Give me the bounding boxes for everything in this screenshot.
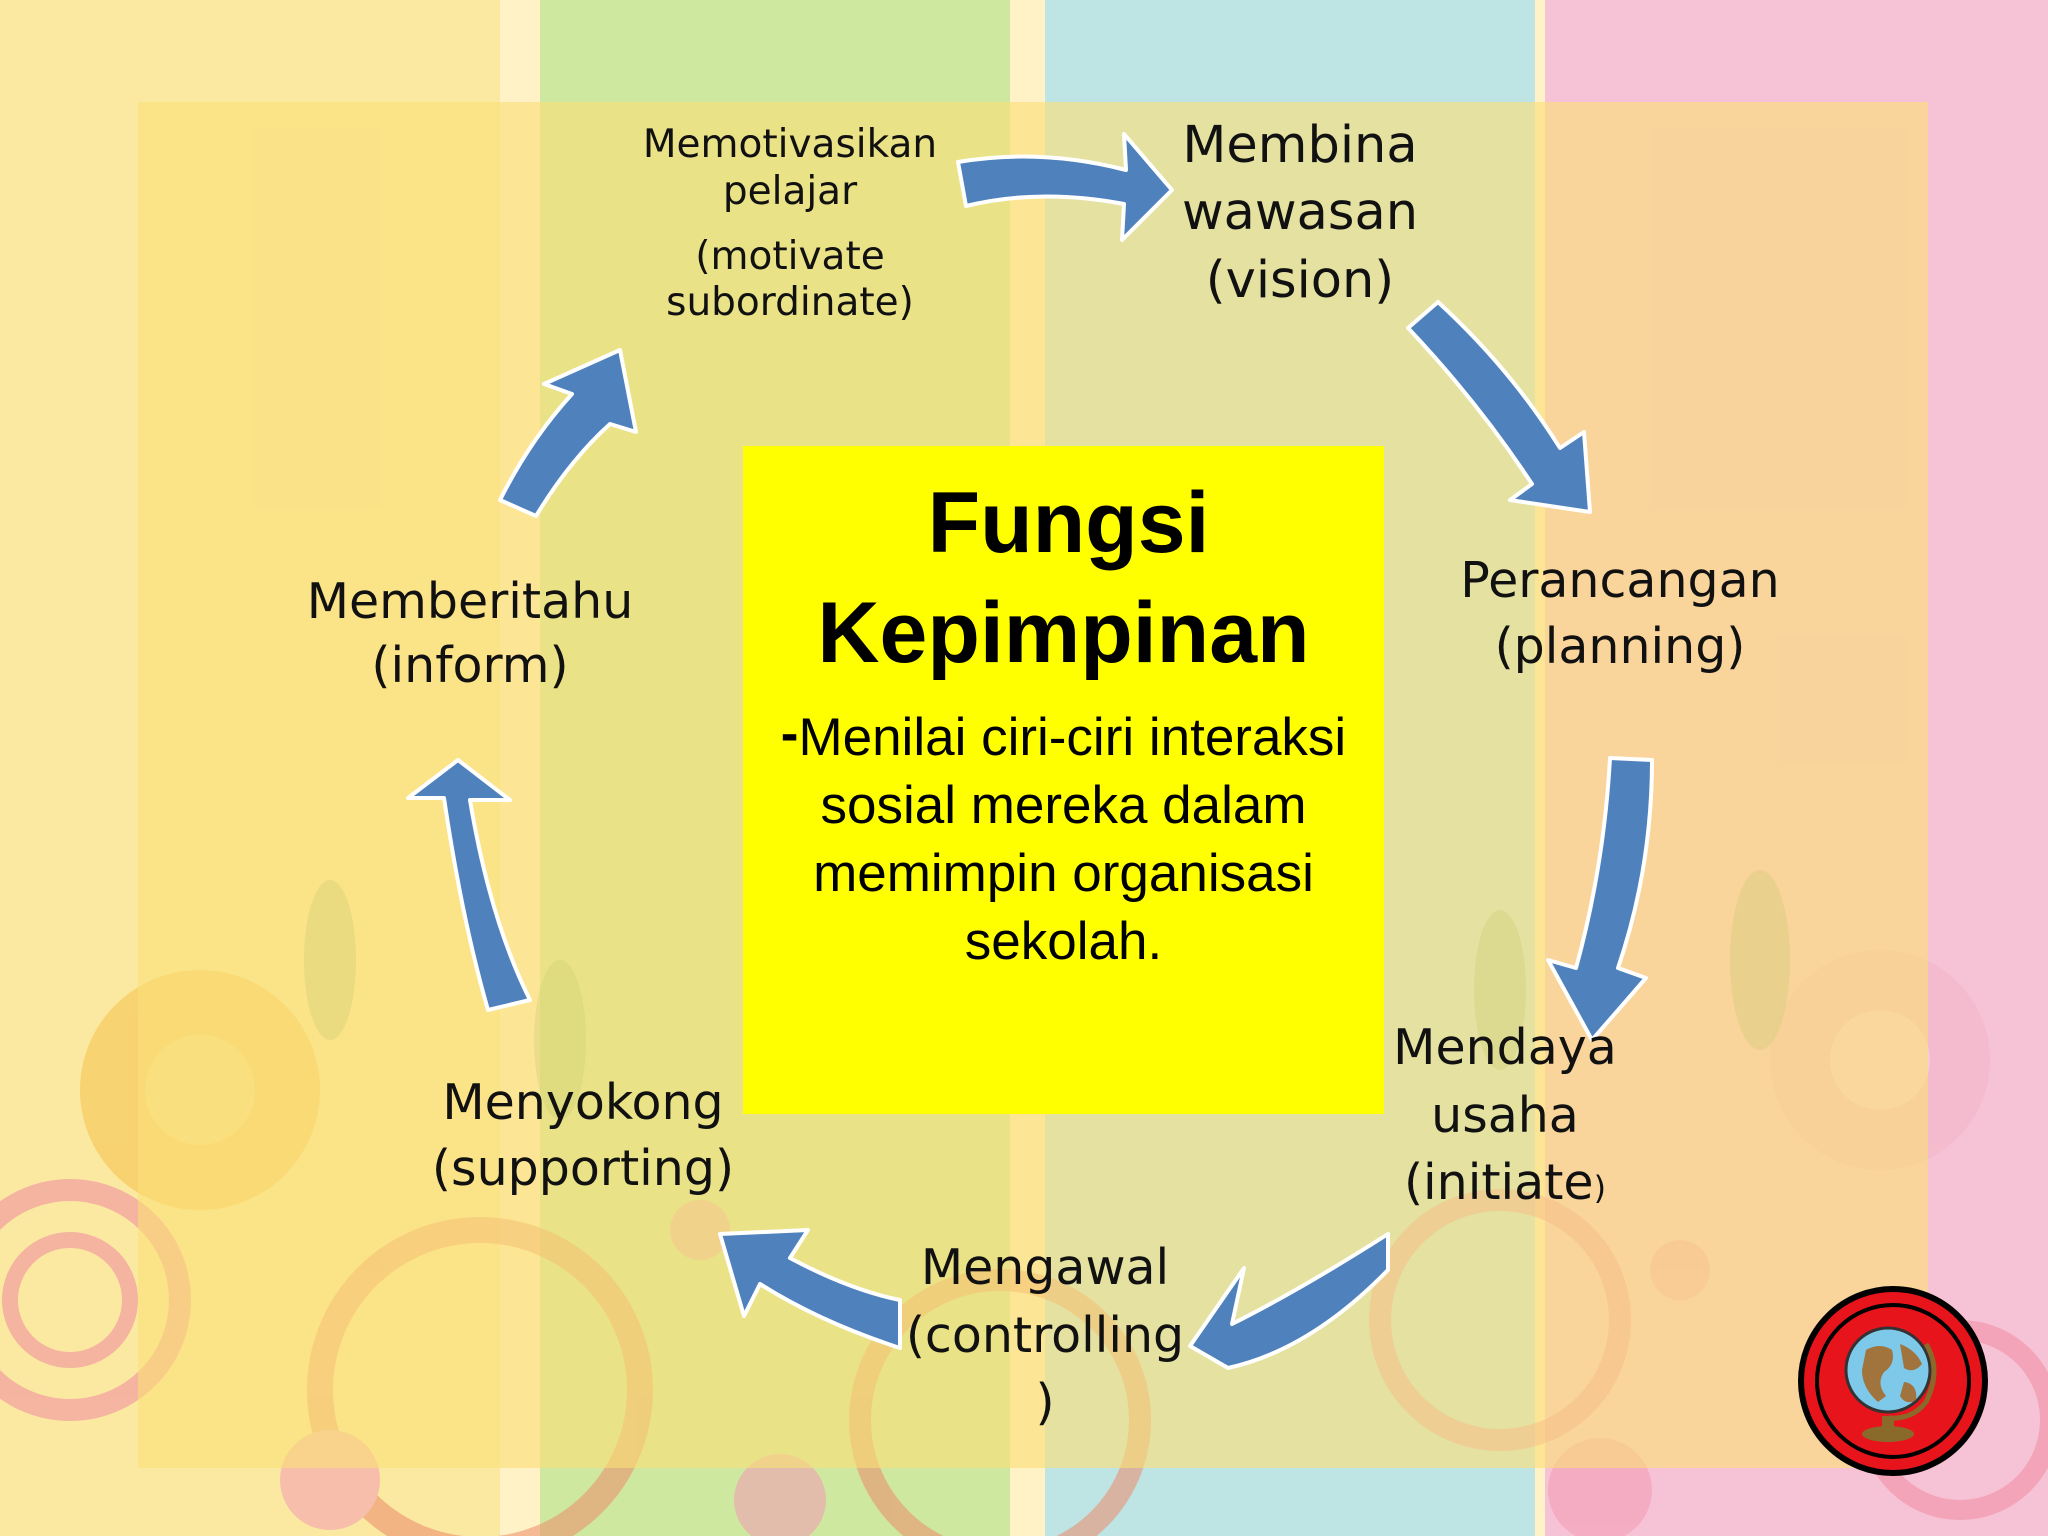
globe-nav-button[interactable] [1796, 1284, 1990, 1478]
center-description-line1-text: Menilai ciri-ciri interaksi [798, 708, 1347, 767]
center-description-line2: sosial mereka dalam [820, 776, 1307, 835]
center-description-line1: -Menilai ciri-ciri interaksi [743, 704, 1384, 772]
node-initiate: Mendaya usaha (initiate) [1370, 1014, 1640, 1217]
arrow-controlling-to-supporting [718, 1228, 902, 1350]
node-planning-line2: (planning) [1494, 618, 1746, 676]
arrow-motivate-to-vision [956, 132, 1174, 242]
center-box: Fungsi Kepimpinan -Menilai ciri-ciri int… [743, 446, 1384, 1114]
center-description-line4: sekolah. [964, 912, 1163, 971]
node-initiate-line3: (initiate) [1370, 1149, 1640, 1217]
node-vision-line3: (vision) [1205, 250, 1395, 310]
node-vision-line2: wawasan [1181, 183, 1419, 243]
node-controlling-line1: Mengawal [920, 1239, 1170, 1296]
node-motivate: Memotivasikan pelajar (motivate subordin… [620, 122, 960, 327]
node-motivate-line4: subordinate) [666, 280, 914, 326]
node-initiate-line2: usaha [1431, 1086, 1579, 1144]
arrow-inform-to-motivate [498, 348, 638, 518]
node-inform-line1: Memberitahu [306, 573, 634, 630]
node-motivate-line1: Memotivasikan [642, 122, 938, 167]
node-motivate-gap [620, 216, 960, 234]
node-controlling-line2: (controlling [905, 1306, 1185, 1364]
globe-icon [1798, 1286, 1988, 1476]
node-supporting-line1: Menyokong [442, 1074, 724, 1131]
node-planning: Perancangan (planning) [1440, 548, 1800, 680]
center-title-line1: Fungsi [927, 475, 1210, 571]
node-controlling: Mengawal (controlling ) [890, 1234, 1200, 1437]
node-inform: Memberitahu (inform) [300, 570, 640, 697]
node-planning-line1: Perancangan [1460, 552, 1780, 609]
center-title-line2: Kepimpinan [817, 585, 1310, 681]
node-inform-line2: (inform) [371, 636, 569, 694]
node-controlling-line3: ) [1035, 1374, 1055, 1432]
node-supporting: Menyokong (supporting) [418, 1070, 748, 1202]
center-title: Fungsi Kepimpinan [743, 468, 1384, 688]
node-motivate-line3: (motivate [695, 233, 885, 279]
node-vision: Membina wawasan (vision) [1160, 112, 1440, 314]
arrow-supporting-to-inform [406, 758, 532, 1012]
node-initiate-line1: Mendaya [1393, 1019, 1617, 1076]
arrow-vision-to-planning [1406, 300, 1592, 514]
arrow-planning-to-initiate [1546, 756, 1654, 1042]
node-supporting-line2: (supporting) [431, 1140, 735, 1198]
center-description-line3: memimpin organisasi [813, 844, 1314, 903]
arrow-initiate-to-controlling [1188, 1232, 1390, 1370]
description-dash: - [780, 704, 799, 763]
center-description: -Menilai ciri-ciri interaksi sosial mere… [743, 704, 1384, 976]
node-initiate-line3-text: (initiate [1403, 1154, 1594, 1212]
node-vision-line1: Membina [1182, 116, 1418, 175]
node-motivate-line2: pelajar [722, 168, 858, 214]
node-initiate-close-paren: ) [1593, 1169, 1607, 1208]
